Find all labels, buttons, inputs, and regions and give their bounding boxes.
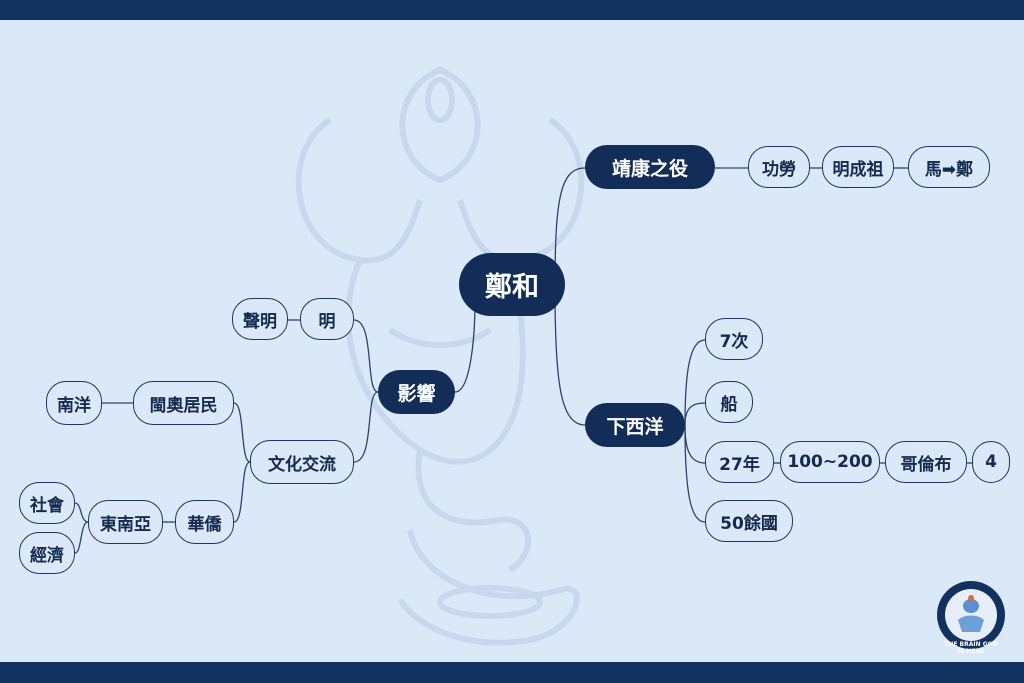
leaf-xiaxiyang-2: 船 <box>705 381 753 423</box>
leaf-jingkang-2: 明成祖 <box>822 146 894 188</box>
leaf-jingkang-1: 功勞 <box>748 146 810 188</box>
leaf-shengming: 聲明 <box>232 298 288 340</box>
branch-xiaxiyang: 下西洋 <box>585 403 685 447</box>
leaf-xiaxiyang-7: 50餘國 <box>705 500 793 542</box>
top-bar <box>0 0 1024 20</box>
leaf-xiaxiyang-1: 7次 <box>705 318 763 360</box>
logo-caption: THE BRAIN GOD IS HERE <box>944 641 998 655</box>
leaf-wenhua: 文化交流 <box>250 440 354 484</box>
bottom-bar <box>0 662 1024 683</box>
leaf-jingji: 經濟 <box>19 532 75 574</box>
branch-yingxiang: 影響 <box>378 370 455 414</box>
leaf-minao: 閩奧居民 <box>133 381 234 425</box>
leaf-ming: 明 <box>300 298 354 340</box>
branch-jingkang: 靖康之役 <box>585 145 715 189</box>
leaf-dongnanya: 東南亞 <box>88 500 163 544</box>
root-node: 鄭和 <box>459 253 565 316</box>
leaf-xiaxiyang-4: 100~200 <box>780 441 880 483</box>
leaf-xiaxiyang-5: 哥倫布 <box>885 441 967 483</box>
genie-watermark-icon <box>295 66 585 646</box>
leaf-xiaxiyang-3: 27年 <box>705 441 774 483</box>
leaf-nanyang: 南洋 <box>46 381 102 425</box>
leaf-jingkang-3: 馬➡鄭 <box>908 146 990 188</box>
leaf-huaqiao: 華僑 <box>175 500 234 544</box>
leaf-xiaxiyang-6: 4 <box>972 441 1010 483</box>
genie-emblem-icon <box>937 581 1005 649</box>
leaf-shehui: 社會 <box>19 482 75 524</box>
